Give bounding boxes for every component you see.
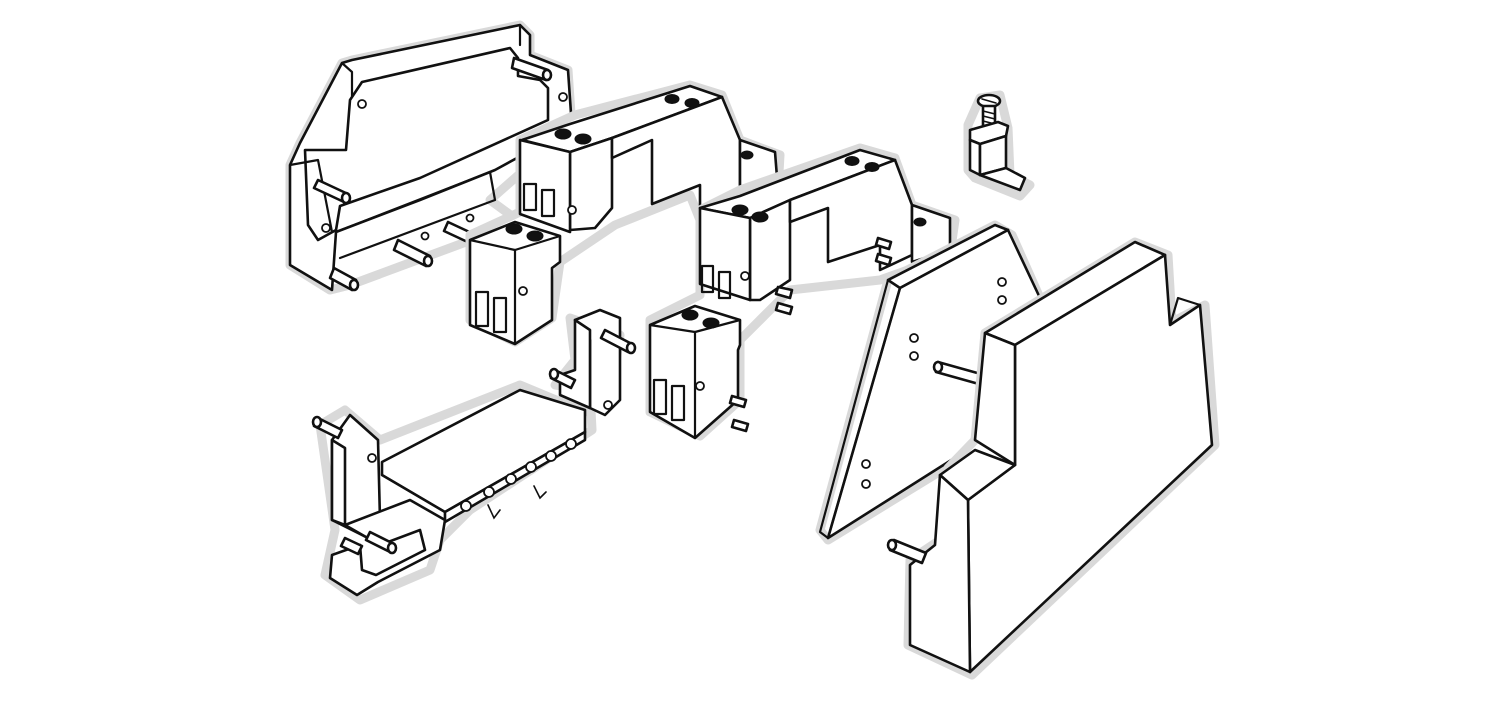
foot-pin <box>311 415 344 440</box>
spring-clip <box>728 394 748 409</box>
din-rail-foot <box>311 308 637 605</box>
spring-clip <box>874 236 893 251</box>
terminal-screw <box>963 90 1035 201</box>
housing-frame <box>285 20 577 295</box>
frame-pin <box>312 178 352 205</box>
foot-pin <box>599 328 637 355</box>
frame-pin <box>392 238 434 268</box>
spring-clip <box>874 252 893 267</box>
side-cover <box>886 237 1220 680</box>
frame-pin <box>510 56 553 82</box>
cover-pin <box>886 538 928 565</box>
terminal-block-left <box>465 80 785 347</box>
spring-clip <box>730 418 750 433</box>
terminal-block-center <box>645 143 960 441</box>
spring-clip <box>774 285 794 300</box>
insulating-plate <box>815 220 1045 545</box>
frame-pin <box>328 266 360 292</box>
foot-pin <box>548 367 577 390</box>
foot-pin <box>339 536 364 556</box>
foot-pin <box>364 530 398 555</box>
spring-clip <box>774 301 794 316</box>
